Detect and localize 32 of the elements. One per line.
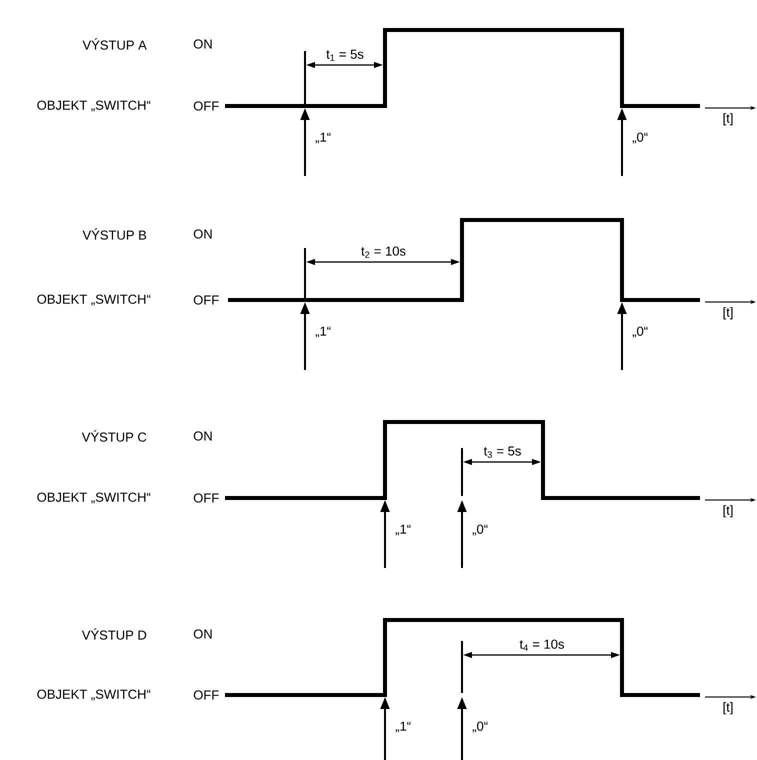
trigger-label: „1“ <box>396 524 411 536</box>
state-label: OFF <box>194 493 219 503</box>
signal-name: VÝSTUP A <box>82 38 147 50</box>
axis-label: [t] <box>724 702 732 714</box>
signal-name: OBJEKT „SWITCH“ <box>37 100 150 112</box>
trigger-label: „0“ <box>632 132 648 144</box>
dimension-label: t$_{1}$ = 5s <box>326 50 364 61</box>
state-label: ON <box>194 39 212 49</box>
axis-label: [t] <box>724 307 732 320</box>
signal-name: OBJEKT „SWITCH“ <box>37 690 150 700</box>
signal-name: OBJEKT „SWITCH“ <box>37 294 150 306</box>
trigger-label: „0“ <box>472 524 488 536</box>
signal-name: OBJEKT „SWITCH“ <box>37 492 150 504</box>
state-label: ON <box>194 629 212 639</box>
state-label: ON <box>194 229 212 239</box>
dimension-label: t$_{3}$ = 5s <box>484 446 521 458</box>
dimension-label: t$_{4}$ = 10s <box>520 640 564 651</box>
trigger-label: „1“ <box>316 132 331 144</box>
state-label: ON <box>194 431 212 441</box>
axis-label: [t] <box>724 113 732 126</box>
trigger-label: „1“ <box>396 722 411 732</box>
trigger-label: „0“ <box>632 326 648 338</box>
state-label: OFF <box>194 690 219 700</box>
trigger-label: „1“ <box>316 326 331 338</box>
state-label: OFF <box>194 101 219 111</box>
state-label: OFF <box>194 295 219 305</box>
signal-name: VÝSTUP B <box>82 228 146 240</box>
dimension-label: t$_{2}$ = 10s <box>361 246 406 258</box>
axis-label: [t] <box>724 505 732 518</box>
signal-name: VÝSTUP D <box>82 628 146 640</box>
trigger-label: „0“ <box>472 722 488 732</box>
signal-name: VÝSTUP C <box>82 430 146 442</box>
